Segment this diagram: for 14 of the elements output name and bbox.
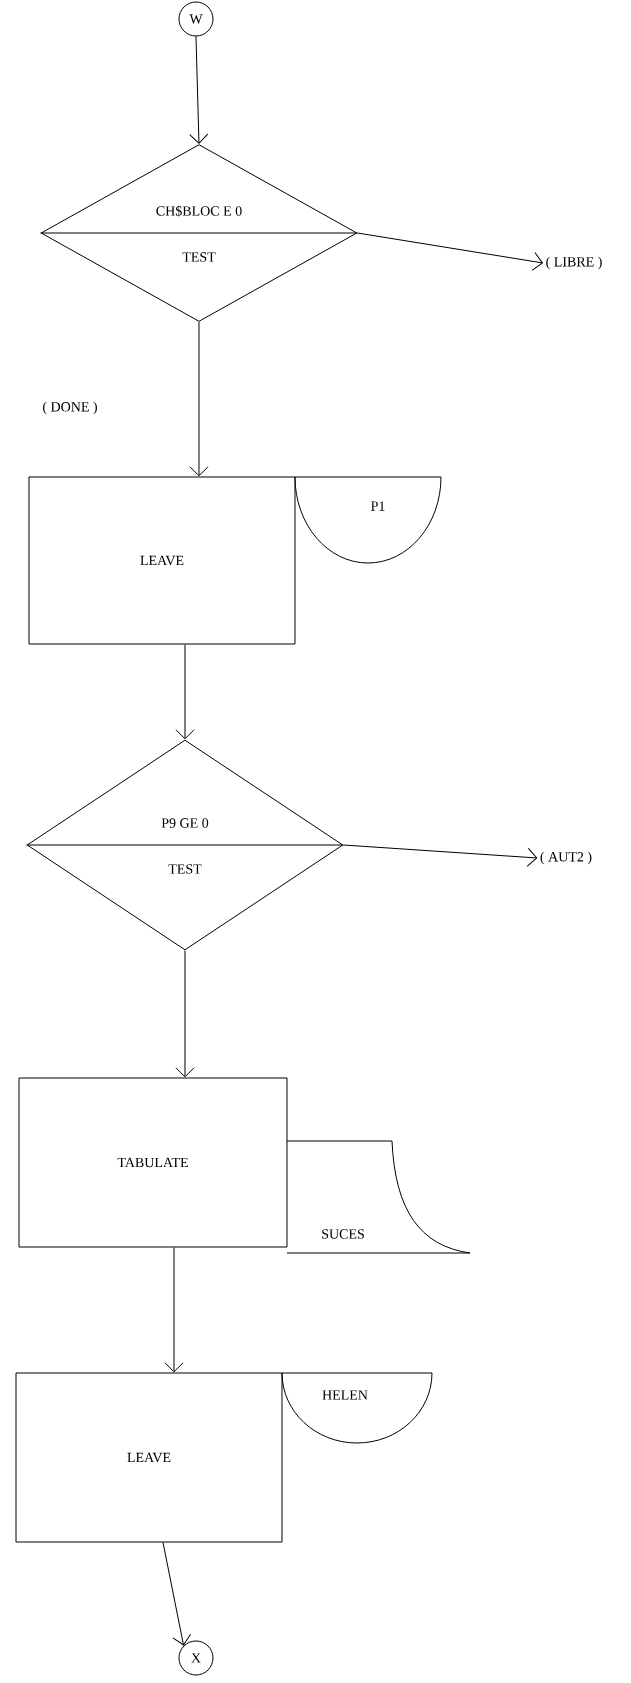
exit-label: ( AUT2 ) [540, 851, 592, 865]
arrow [175, 950, 195, 1078]
process-box: TABULATE [18, 1077, 288, 1248]
arrow [175, 644, 195, 740]
process-box: LEAVE [15, 1372, 283, 1543]
arrow [162, 1542, 192, 1646]
arrow [189, 36, 209, 144]
arrow [189, 321, 209, 477]
process-box: LEAVE [28, 476, 296, 645]
arrow [343, 844, 538, 867]
arrow [357, 232, 543, 271]
exit-label: ( DONE ) [43, 401, 97, 415]
exit-label: ( LIBRE ) [546, 256, 602, 270]
arrow [164, 1247, 184, 1373]
